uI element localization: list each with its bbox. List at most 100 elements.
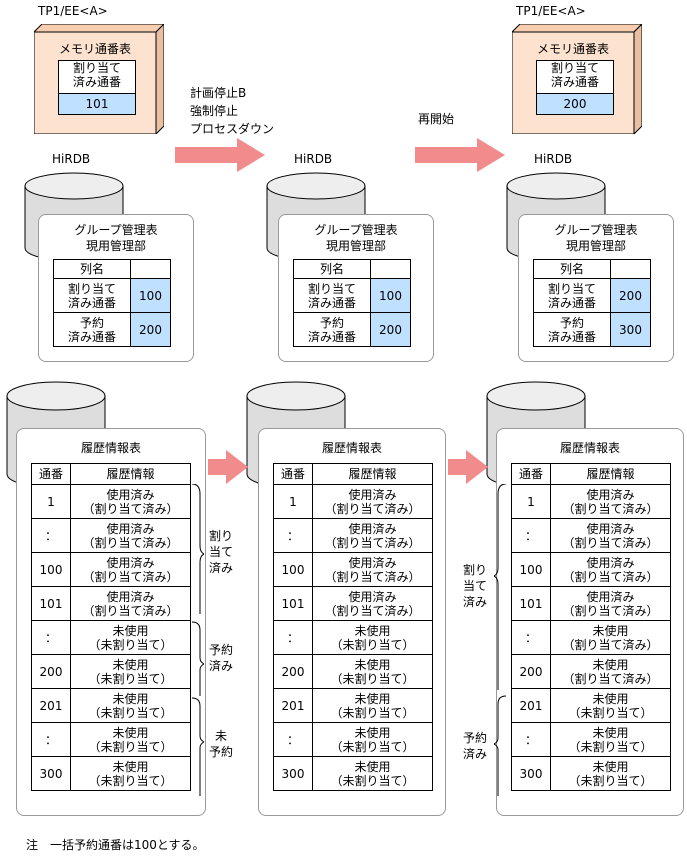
history-num: 200 — [273, 654, 313, 689]
table-row: ：使用済み（割り当て済み） — [273, 518, 433, 553]
row-label: 済み通番 — [547, 295, 596, 310]
history-col-num: 通番 — [273, 463, 313, 485]
footnote: 注 一括予約通番は100とする。 — [26, 838, 205, 852]
hirdb-label: HiRDB — [534, 152, 573, 166]
table-row: ：未使用（割り当て済み） — [511, 620, 671, 655]
history-info: 使用済み（割り当て済み） — [550, 586, 671, 621]
history-info: 使用済み（割り当て済み） — [550, 552, 671, 587]
history-col-info: 履歴情報 — [70, 463, 191, 485]
empty-cell — [370, 259, 411, 279]
arrow-right-icon — [208, 450, 248, 484]
history-info: 未使用（未割り当て） — [70, 756, 191, 791]
history-num: ： — [511, 620, 551, 655]
history-info: 使用済み（割り当て済み） — [70, 484, 191, 519]
brace-label-assigned: 割り当て済み — [208, 529, 233, 575]
history-info: 使用済み（割り当て済み） — [312, 518, 433, 553]
row-label: 済み通番 — [547, 329, 596, 344]
mem-label-line1: 割り当て — [72, 61, 121, 75]
history-num: ： — [273, 518, 313, 553]
history-info: 使用済み（割り当て済み） — [550, 518, 671, 553]
table-row: ：未使用（未割り当て） — [273, 620, 433, 655]
table-row: ：未使用（未割り当て） — [273, 722, 433, 757]
row-label: 割り当て — [307, 281, 356, 296]
mem-label-line1: 割り当て — [550, 61, 599, 75]
history-info: 使用済み（割り当て済み） — [312, 552, 433, 587]
row-label: 割り当て — [67, 281, 116, 296]
history-info: 未使用（未割り当て） — [550, 756, 671, 791]
memory-box-left: メモリ通番表 割り当て 済み通番 101 — [34, 24, 164, 134]
history-info: 未使用（未割り当て） — [70, 722, 191, 757]
mem-label-line2: 済み通番 — [550, 75, 599, 89]
history-num: 1 — [511, 484, 551, 519]
history-info: 未使用（未割り当て） — [312, 756, 433, 791]
row-label: 予約 — [559, 315, 584, 330]
tp1-label-left: TP1/EE<A> — [38, 4, 108, 18]
col-header: 列名 — [533, 259, 611, 279]
memory-table-title: メモリ通番表 — [58, 42, 131, 56]
table-row: ：未使用（未割り当て） — [31, 620, 191, 655]
row-label: 予約 — [319, 315, 344, 330]
hirdb-label: HiRDB — [294, 152, 333, 166]
hirdb-label: HiRDB — [52, 152, 91, 166]
mem-label-line2: 済み通番 — [72, 75, 121, 89]
brace-group-icon — [191, 484, 204, 796]
group-title: グループ管理表 — [314, 223, 398, 237]
history-info: 使用済み（割り当て済み） — [550, 484, 671, 519]
history-table-title: 履歴情報表 — [80, 441, 141, 455]
history-num: 100 — [31, 552, 71, 587]
table-row: ：使用済み（割り当て済み） — [511, 518, 671, 553]
history-table-title: 履歴情報表 — [559, 441, 620, 455]
transition1-line: 強制停止 — [190, 104, 239, 118]
brace-label-reserved: 予約済み — [462, 731, 487, 761]
brace-label-assigned: 割り当て済み — [462, 563, 487, 609]
history-info: 使用済み（割り当て済み） — [312, 586, 433, 621]
col-header: 列名 — [293, 259, 371, 279]
history-num: ： — [273, 620, 313, 655]
history-col-num: 通番 — [31, 463, 71, 485]
row-value: 300 — [610, 312, 651, 347]
history-num: 1 — [31, 484, 71, 519]
row-value: 100 — [370, 278, 411, 313]
transition1-text: 計画停止B 強制停止 プロセスダウン — [190, 84, 274, 138]
history-num: 300 — [31, 756, 71, 791]
group-title: グループ管理表 — [554, 223, 638, 237]
history-info: 未使用（未割り当て） — [70, 620, 191, 655]
history-info: 使用済み（割り当て済み） — [70, 552, 191, 587]
history-num: ： — [31, 722, 71, 757]
group-subtitle: 現用管理部 — [325, 239, 386, 253]
history-info: 未使用（未割り当て） — [312, 688, 433, 723]
arrow-right-icon — [175, 138, 265, 172]
transition2-text: 再開始 — [418, 112, 455, 126]
history-num: 200 — [511, 654, 551, 689]
arrow-right-icon — [415, 138, 505, 172]
empty-cell — [130, 259, 171, 279]
brace-label-unreserved: 未予約 — [208, 729, 233, 759]
row-label: 予約 — [79, 315, 104, 330]
history-num: ： — [31, 620, 71, 655]
history-col-info: 履歴情報 — [550, 463, 671, 485]
brace-group-icon — [494, 484, 507, 796]
row-value: 200 — [610, 278, 651, 313]
history-info: 未使用（未割り当て） — [550, 688, 671, 723]
row-value: 100 — [130, 278, 171, 313]
history-num: ： — [511, 722, 551, 757]
history-info: 未使用（割り当て済み） — [550, 654, 671, 689]
history-num: 101 — [31, 586, 71, 621]
history-table-title: 履歴情報表 — [321, 441, 382, 455]
history-num: 201 — [31, 688, 71, 723]
history-num: ： — [511, 518, 551, 553]
